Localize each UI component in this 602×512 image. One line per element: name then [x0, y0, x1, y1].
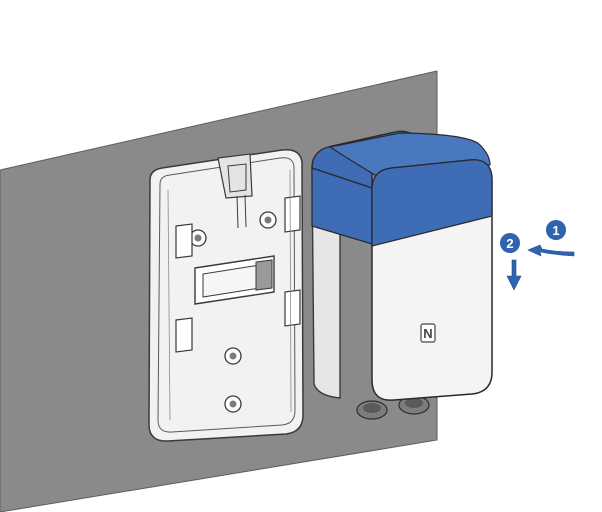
hook-right-top: [284, 195, 301, 233]
top-latch: [217, 153, 253, 199]
cable-gland-left: [356, 400, 388, 420]
screw-hole-middle: [224, 347, 242, 365]
hook-left-top: [175, 223, 193, 259]
screw-hole-top-right: [259, 211, 277, 229]
step-1-indicator: 1: [527, 220, 575, 257]
svg-text:N: N: [423, 326, 432, 341]
device: N: [311, 130, 493, 420]
hook-left-bottom: [175, 317, 193, 353]
step-2-indicator: 2: [500, 233, 522, 291]
hook-right-bottom: [284, 289, 301, 327]
push-arrow-icon: [527, 244, 575, 257]
pull-down-arrow-icon: [506, 259, 522, 291]
svg-text:2: 2: [506, 236, 513, 251]
mounting-plate: [148, 149, 304, 442]
screw-hole-bottom: [224, 395, 242, 413]
svg-text:1: 1: [552, 223, 559, 238]
nfc-mark: N: [420, 323, 436, 343]
cable-gland-right: [398, 395, 430, 415]
center-slot: [194, 255, 275, 305]
step-1-badge: [546, 220, 566, 240]
step-2-badge: [500, 233, 520, 253]
